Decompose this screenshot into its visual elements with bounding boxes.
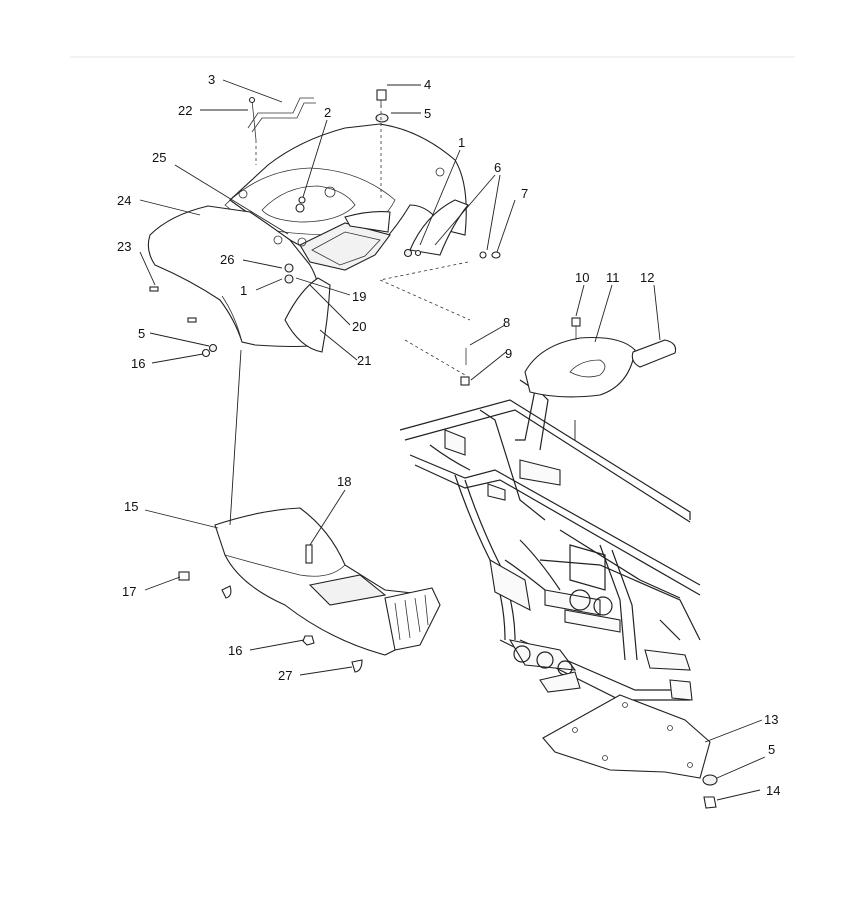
bumper-pad — [631, 339, 677, 368]
skid-plate — [542, 694, 711, 779]
vehicle-frame — [399, 379, 701, 701]
callout-1-mid: 1 — [240, 283, 247, 298]
callout-12: 12 — [640, 270, 654, 285]
leader-lines — [139, 79, 766, 801]
callout-21: 21 — [357, 353, 371, 368]
callout-10: 10 — [575, 270, 589, 285]
callout-22: 22 — [178, 103, 192, 118]
callout-23: 23 — [117, 239, 131, 254]
callout-14: 14 — [766, 783, 780, 798]
callout-19: 19 — [352, 289, 366, 304]
footwell-panel — [214, 507, 441, 656]
callout-8: 8 — [503, 315, 510, 330]
hardware — [149, 89, 718, 809]
callout-24: 24 — [117, 193, 131, 208]
callout-20: 20 — [352, 319, 366, 334]
callout-9: 9 — [505, 346, 512, 361]
callout-13: 13 — [764, 712, 778, 727]
callout-7: 7 — [521, 186, 528, 201]
callout-labels: 3 4 22 2 5 1 25 6 7 24 23 26 1 19 10 11 … — [117, 72, 780, 798]
callout-16-upper: 16 — [131, 356, 145, 371]
callout-26: 26 — [220, 252, 234, 267]
callout-18: 18 — [337, 474, 351, 489]
callout-27: 27 — [278, 668, 292, 683]
callout-25: 25 — [152, 150, 166, 165]
callout-3: 3 — [208, 72, 215, 87]
callout-5-bottom: 5 — [768, 742, 775, 757]
seat-bracket — [524, 336, 636, 398]
callout-2: 2 — [324, 105, 331, 120]
callout-16-lower: 16 — [228, 643, 242, 658]
callout-5-top: 5 — [424, 106, 431, 121]
callout-6: 6 — [494, 160, 501, 175]
callout-17: 17 — [122, 584, 136, 599]
callout-11: 11 — [606, 270, 620, 285]
callout-4: 4 — [424, 77, 431, 92]
rear-fender — [147, 123, 469, 353]
callout-5-left: 5 — [138, 326, 145, 341]
callout-1-top: 1 — [458, 135, 465, 150]
callout-15: 15 — [124, 499, 138, 514]
assembly-lines — [229, 105, 576, 526]
